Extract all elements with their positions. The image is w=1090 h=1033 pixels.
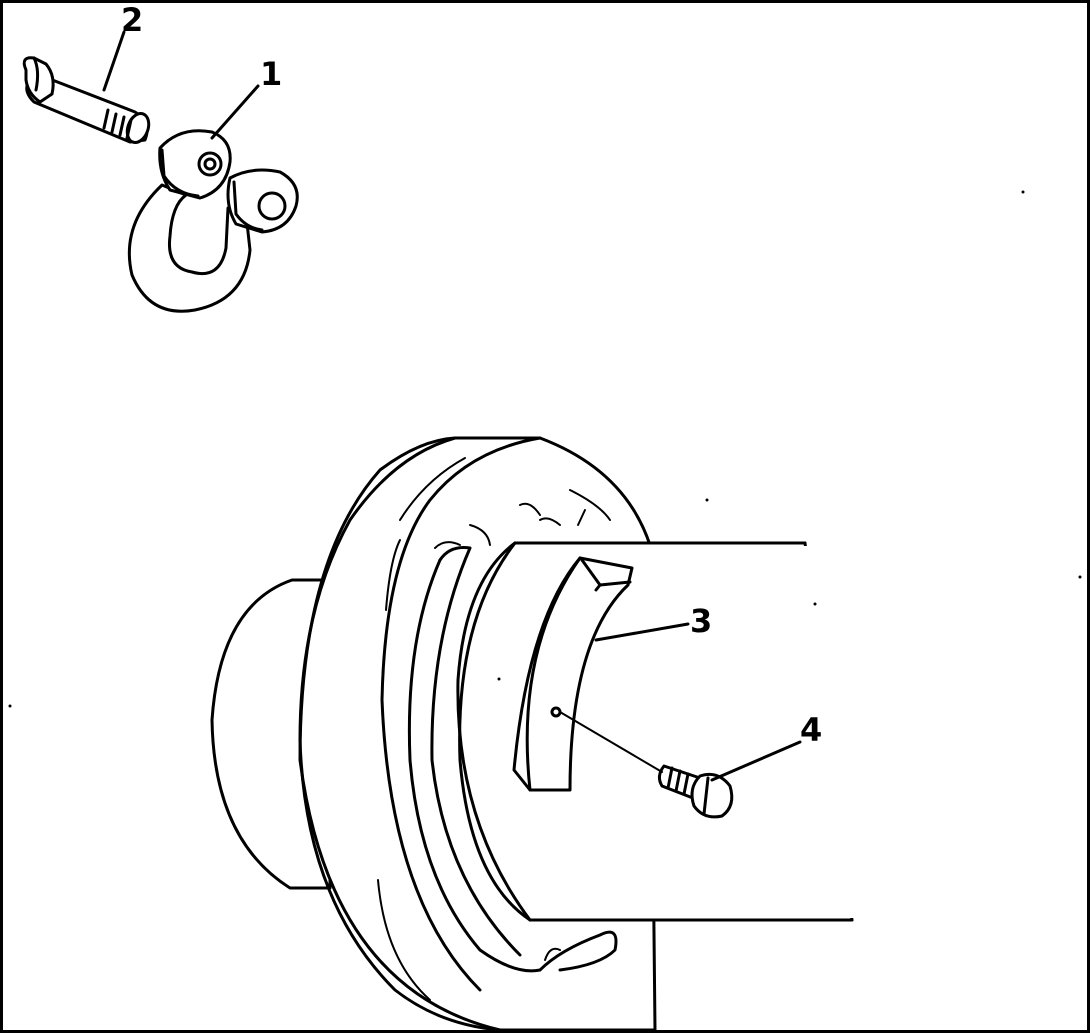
shackle-part-1 bbox=[127, 129, 299, 313]
callout-1: 1 bbox=[260, 55, 283, 93]
leader-line-1 bbox=[210, 84, 260, 140]
retainer-part-3 bbox=[525, 556, 634, 792]
leader-line-4 bbox=[710, 740, 802, 782]
bolt-part-4 bbox=[657, 764, 734, 819]
leader-line-2 bbox=[102, 30, 126, 92]
pin-part-2 bbox=[22, 56, 151, 145]
callout-4: 4 bbox=[800, 711, 823, 749]
callout-2: 2 bbox=[121, 1, 144, 39]
leader-line-3 bbox=[594, 622, 690, 642]
hub-assembly bbox=[210, 436, 860, 1032]
callout-3: 3 bbox=[690, 602, 713, 640]
